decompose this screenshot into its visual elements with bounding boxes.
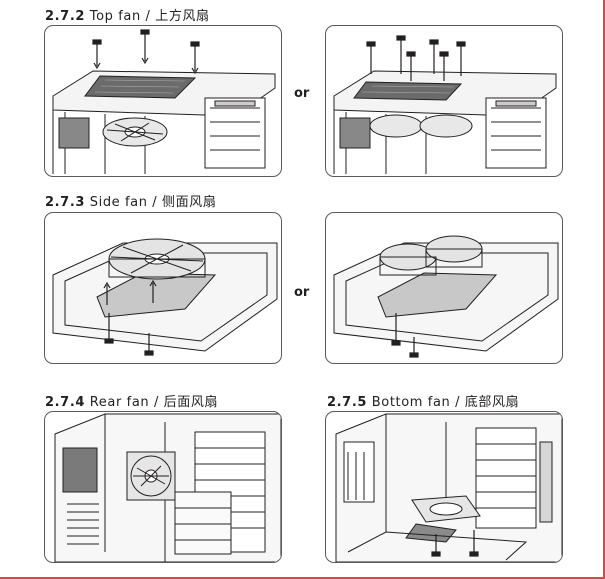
or-separator: or [294,285,310,300]
section-number: 2.7.5 [327,395,368,410]
section-heading-rear-fan: 2.7.4 Rear fan / 后面风扇 [45,391,218,410]
section-heading-bottom-fan: 2.7.5 Bottom fan / 底部风扇 [327,391,519,410]
top-fan-illustration-dual [325,25,563,177]
or-separator: or [294,86,310,101]
section-number: 2.7.3 [45,195,86,210]
section-heading-side-fan: 2.7.3 Side fan / 侧面风扇 [45,191,216,210]
top-fan-illustration-single [44,25,282,177]
section-number: 2.7.2 [45,9,86,24]
section-title: Bottom fan / 底部风扇 [371,395,520,410]
side-fan-illustration-single [44,212,282,364]
side-fan-illustration-dual [325,212,563,364]
section-title: Side fan / 侧面风扇 [89,195,217,210]
section-heading-top-fan: 2.7.2 Top fan / 上方风扇 [45,5,210,24]
section-title: Rear fan / 后面风扇 [89,395,219,410]
rear-fan-illustration [44,411,282,563]
bottom-fan-illustration [325,411,563,563]
section-number: 2.7.4 [45,395,86,410]
section-title: Top fan / 上方风扇 [89,9,210,24]
